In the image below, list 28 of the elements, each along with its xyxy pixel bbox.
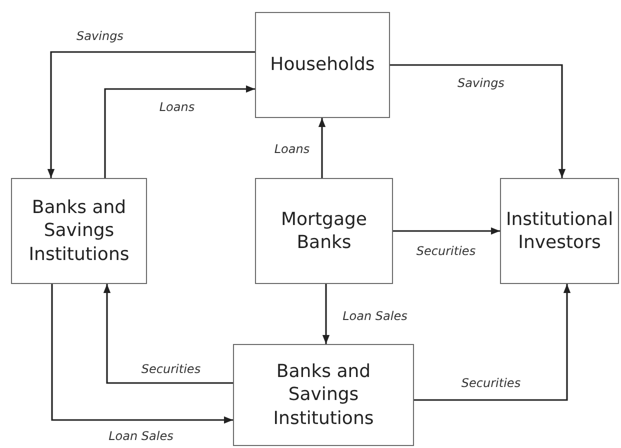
entity-box <box>233 344 414 446</box>
node-label: Banks and Savings Institutions <box>28 196 130 266</box>
node-label: Institutional Investors <box>504 208 614 254</box>
arrow <box>318 118 326 178</box>
arrow <box>393 227 500 235</box>
arrow <box>390 64 566 178</box>
arrow <box>104 85 255 178</box>
edge-label: Loans <box>157 100 197 114</box>
edge-label: Savings <box>74 29 126 43</box>
node-label: Mortgage Banks <box>280 208 368 254</box>
node-label: Households <box>269 53 376 77</box>
arrow <box>322 284 330 344</box>
entity-box <box>255 178 393 284</box>
edge-label: Loans <box>272 142 312 156</box>
node-label: Banks and Savings Institutions <box>272 360 375 430</box>
edge-label: Securities <box>459 376 523 390</box>
arrow <box>47 51 255 178</box>
edge-label: Loan Sales <box>106 429 176 443</box>
arrow <box>414 284 571 401</box>
edge-label: Loan Sales <box>340 309 410 323</box>
edge-label: Securities <box>414 244 478 258</box>
arrow <box>103 284 233 384</box>
edge-label: Securities <box>139 362 203 376</box>
edge-label: Savings <box>456 76 506 90</box>
entity-box <box>11 178 147 284</box>
entity-box <box>500 178 619 284</box>
arrow <box>51 284 233 424</box>
entity-box <box>255 12 390 118</box>
